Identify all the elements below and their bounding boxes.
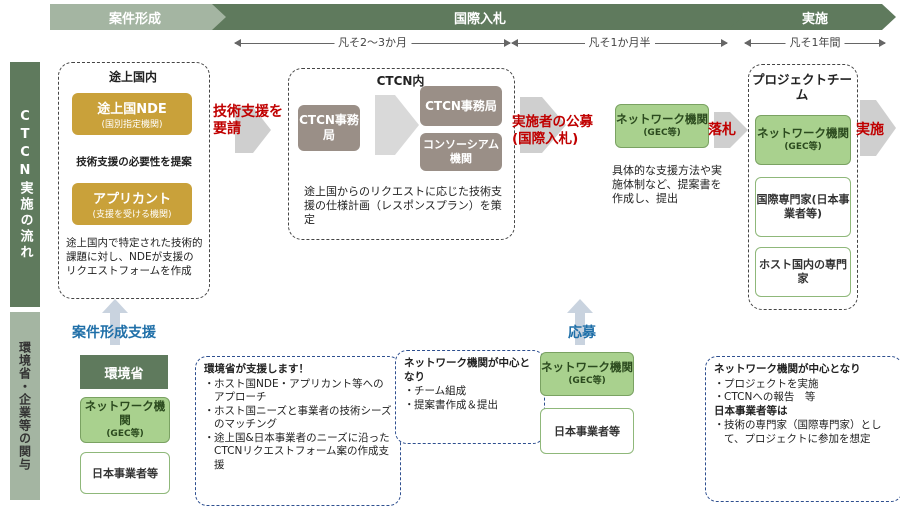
moe-support-item: ホスト国ニーズと事業者の技術シーズのマッチング xyxy=(204,405,392,432)
apply-item: チーム組成 xyxy=(404,385,536,399)
applicant-box: アプリカント (支援を受ける機関) xyxy=(72,183,192,225)
apply-network-box: ネットワーク機関 (GEC等) xyxy=(540,352,634,396)
tender-text: 実施者の公募(国際入札) xyxy=(512,114,593,147)
duration-2: 凡そ1か月半 xyxy=(511,34,728,50)
award-text: 落札 xyxy=(708,122,736,138)
nde-box: 途上国NDE (国別指定機関) xyxy=(72,93,192,135)
apply-title: 応募 xyxy=(568,325,596,341)
apply-bubble: ネットワーク機関が中心となり チーム組成 提案書作成＆提出 xyxy=(395,350,545,444)
ctcn-desc: 途上国からのリクエストに応じた技術支援の仕様計画（レスポンスプラン）を策定 xyxy=(304,185,502,226)
phase-arrows xyxy=(50,4,896,30)
implement-text: 実施 xyxy=(856,122,884,138)
network-box: ネットワーク機関 (GEC等) xyxy=(615,104,709,148)
phase-tender: 国際入札 xyxy=(453,11,506,27)
moe-support-item: ホスト国NDE・アプリカント等へのアプローチ xyxy=(204,378,392,405)
arrow-up-apply xyxy=(567,299,593,345)
arrow-request xyxy=(235,107,271,153)
host-expert-box: ホスト国内の専門家 xyxy=(755,247,851,297)
project-network-box: ネットワーク機関 (GEC等) xyxy=(755,115,851,165)
apply-item: 提案書作成＆提出 xyxy=(404,399,536,413)
arrow-tender xyxy=(520,97,566,153)
moe-box: 環境省 xyxy=(80,355,168,389)
implement-item: 技術の専門家（国際専門家）として、プロジェクトに参加を想定 xyxy=(714,419,894,446)
duration-1: 凡そ2～3か月 xyxy=(234,34,511,50)
implement-item: プロジェクトを実施 xyxy=(714,378,894,392)
row-label-flow: CTCN実施の流れ xyxy=(10,62,40,307)
support-jp-box: 日本事業者等 xyxy=(80,452,170,494)
propose-text: 技術支援の必要性を提案 xyxy=(76,156,192,168)
country-desc: 途上国内で特定された技術的課題に対し、NDEが支援のリクエストフォームを作成 xyxy=(66,237,203,277)
implement-bubble: ネットワーク機関が中心となり プロジェクトを実施 CTCNへの報告 等 日本事業… xyxy=(705,356,900,502)
country-title: 途上国内 xyxy=(108,70,157,84)
support-network-box: ネットワーク機関 (GEC等) xyxy=(80,397,170,443)
ctcn-office: CTCN事務局 xyxy=(298,105,360,151)
arrow-up-formation xyxy=(102,299,128,345)
network-desc: 具体的な支援方法や実施体制など、提案書を作成し、提出 xyxy=(612,164,722,205)
moe-support-item: 途上国&日本事業者のニーズに沿ったCTCNリクエストフォーム案の作成支援 xyxy=(204,432,392,473)
formation-support-title: 案件形成支援 xyxy=(72,325,156,341)
duration-3: 凡そ1年間 xyxy=(744,34,886,50)
apply-jp-box: 日本事業者等 xyxy=(540,408,634,454)
moe-support-bubble: 環境省が支援します！ ホスト国NDE・アプリカント等へのアプローチ ホスト国ニー… xyxy=(195,356,401,506)
ctcn-office-2: CTCN事務局 xyxy=(420,86,502,126)
consortium-box: コンソーシアム機関 xyxy=(420,133,502,171)
request-text: 技術支援を要請 xyxy=(213,104,283,137)
ctcn-title: CTCN内 xyxy=(376,74,425,88)
expert-box: 国際専門家(日本事業者等) xyxy=(755,177,851,237)
arrow-implement xyxy=(860,100,896,156)
phase-formation: 案件形成 xyxy=(108,11,161,27)
row-label-support: 環境省・企業等の関与 xyxy=(10,312,40,500)
arrow-award xyxy=(714,112,748,148)
phase-implementation: 実施 xyxy=(801,11,828,27)
project-title: プロジェクトチーム xyxy=(751,72,852,102)
arrow-ctcn-inner xyxy=(375,95,419,155)
implement-item: CTCNへの報告 等 xyxy=(714,391,894,405)
